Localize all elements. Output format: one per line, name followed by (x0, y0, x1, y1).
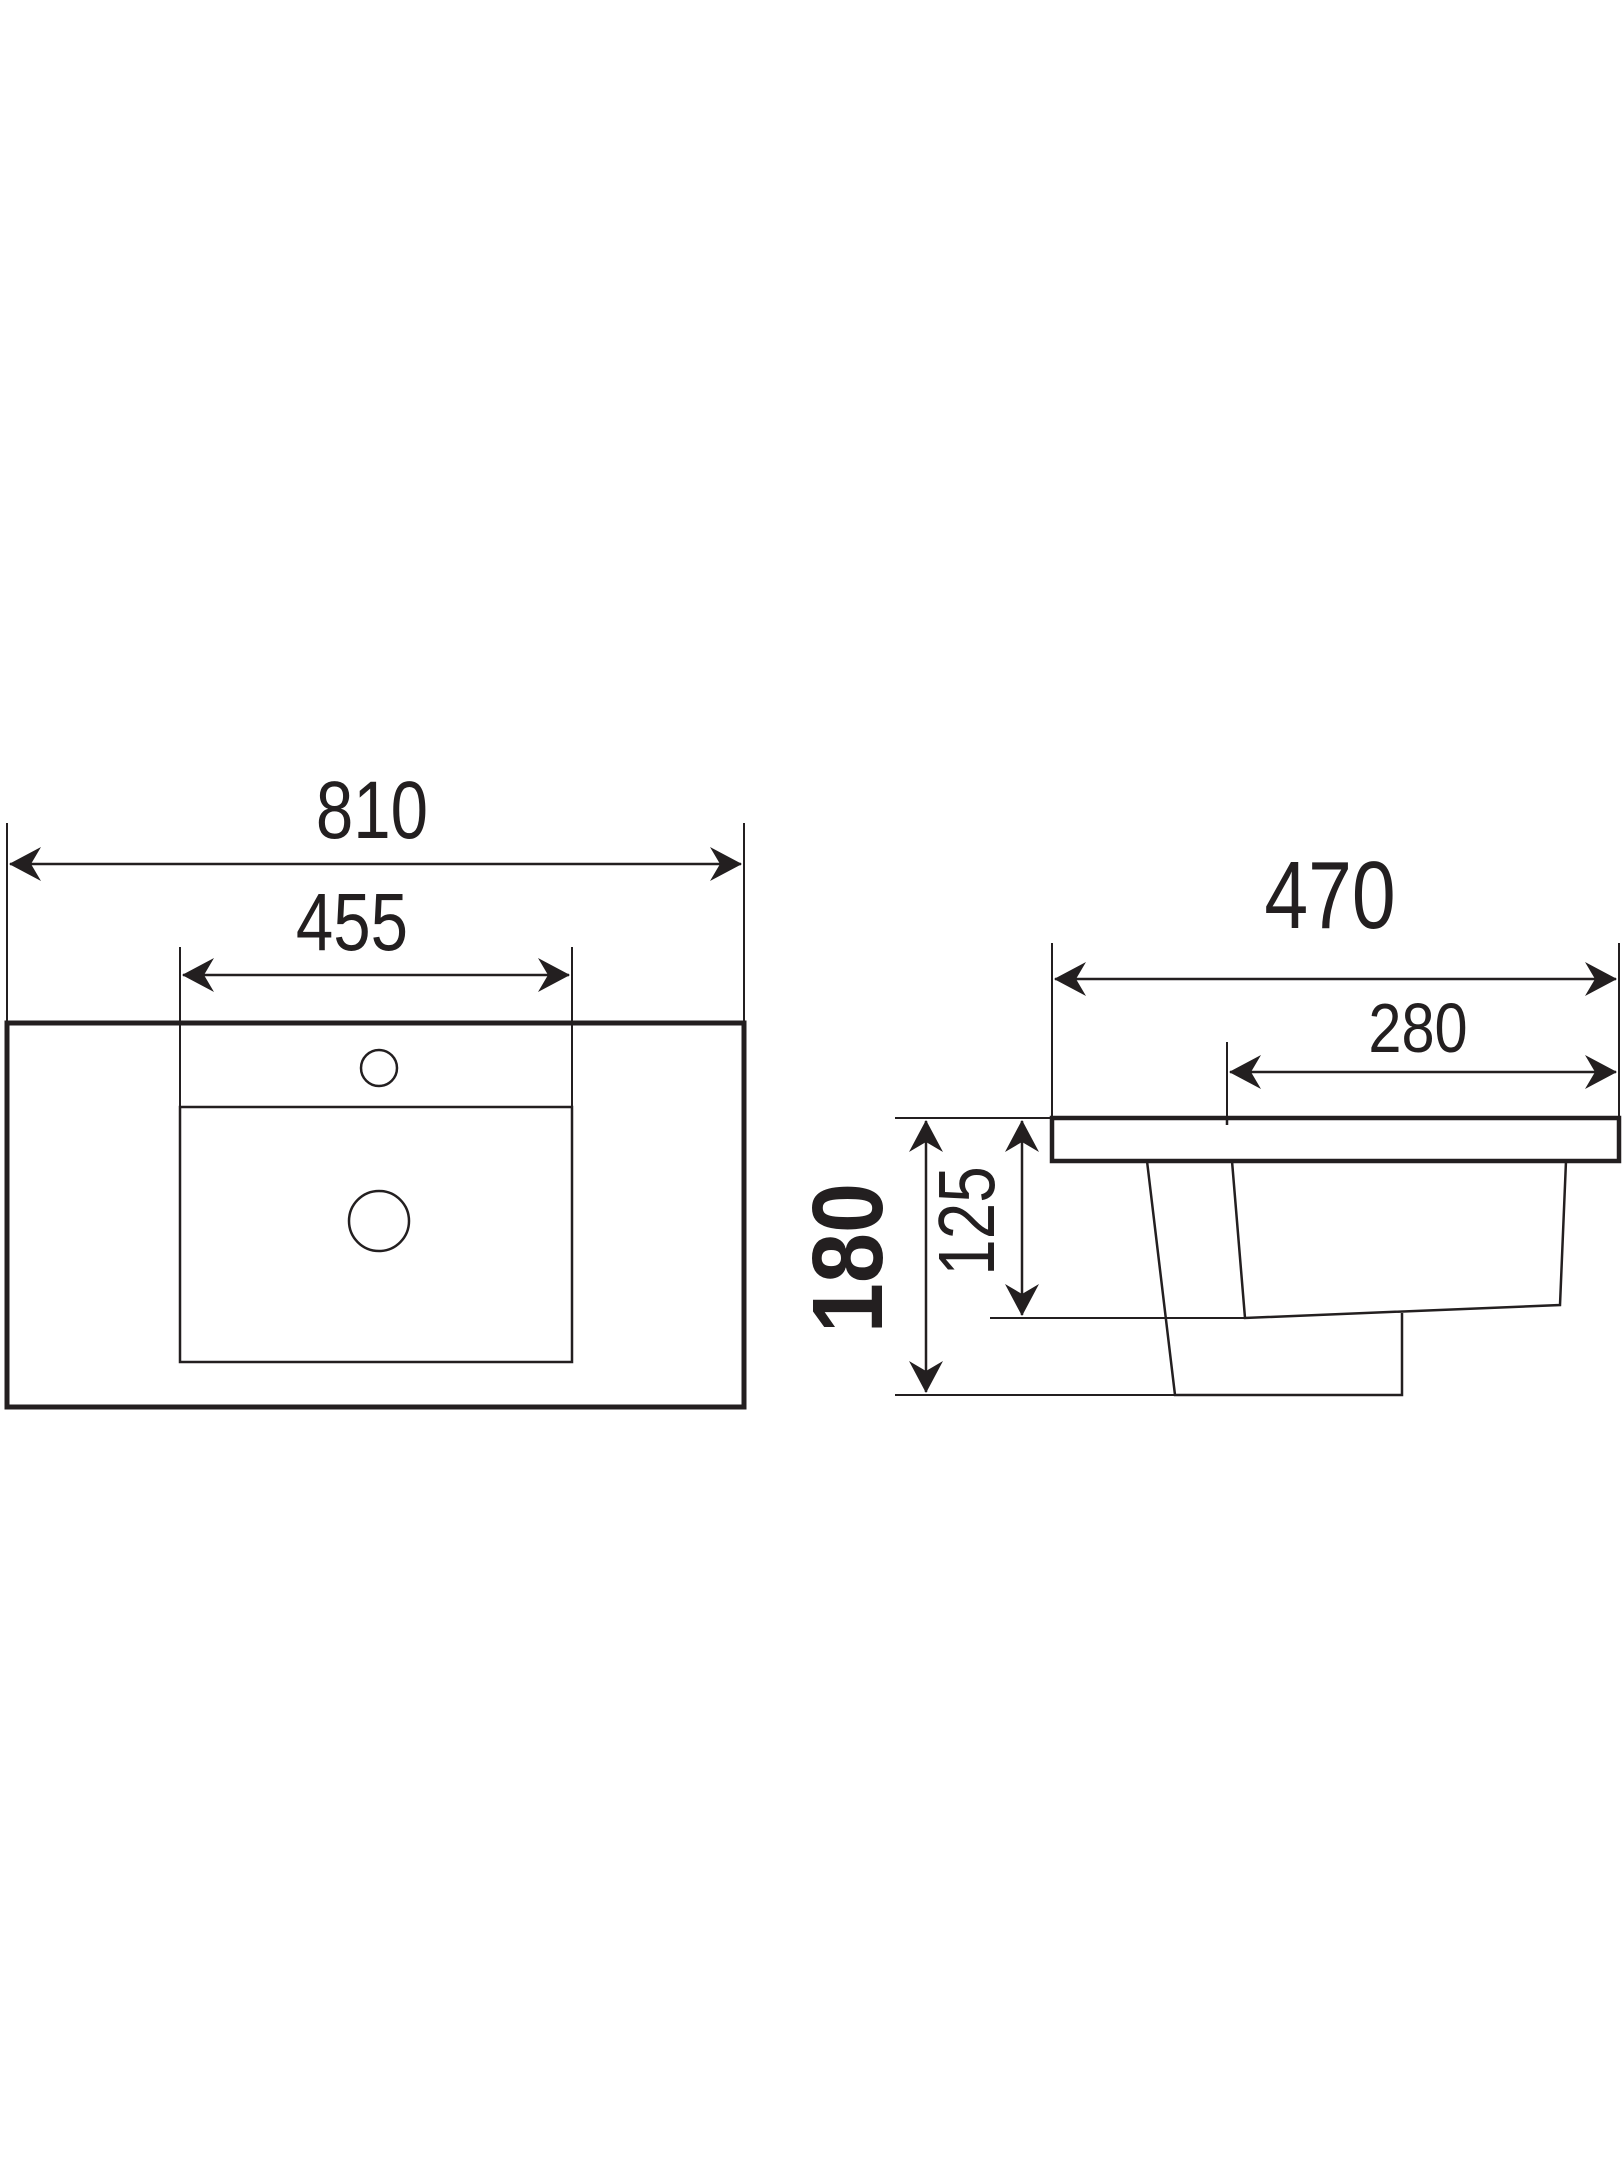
top-view-outline (4, 1020, 747, 1410)
dim-label-810: 810 (316, 764, 428, 856)
side-view: 470 280 180 125 (793, 842, 1622, 1397)
dim-label-455: 455 (296, 876, 408, 968)
dim-label-180: 180 (793, 1183, 904, 1333)
side-view-slab (1049, 1115, 1622, 1164)
dim-label-280: 280 (1368, 988, 1467, 1067)
drain-circle (347, 1189, 411, 1253)
side-view-body (1145, 1160, 1404, 1397)
top-view-bowl (178, 1105, 574, 1364)
top-view: 810 455 (4, 764, 747, 1410)
dim-label-470: 470 (1264, 842, 1395, 949)
side-view-bowl (1225, 1118, 1568, 1320)
dim-label-125: 125 (922, 1166, 1012, 1275)
tap-hole (359, 1048, 399, 1088)
